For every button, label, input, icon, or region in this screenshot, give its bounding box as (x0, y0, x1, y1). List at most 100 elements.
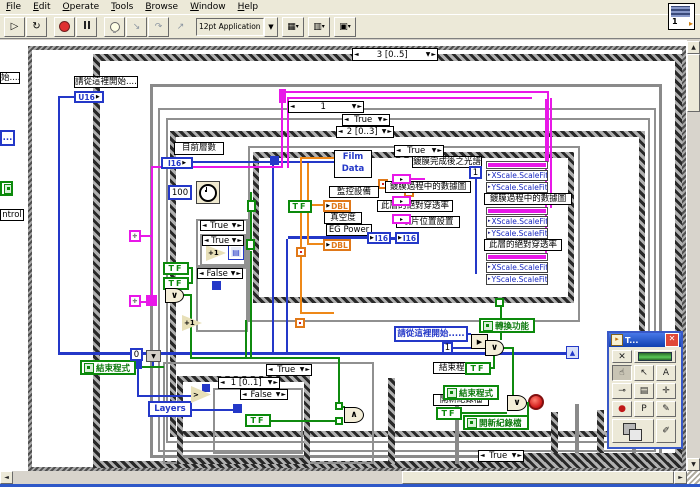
chevron-left-icon[interactable]: ◄ (204, 236, 209, 244)
tf-constant[interactable]: TF (436, 407, 462, 420)
chevron-left-icon[interactable]: ◄ (338, 128, 343, 135)
property-xscale-scalefit[interactable]: ▸XScale.ScaleFit (486, 170, 548, 181)
chevron-left-icon[interactable]: ◄ (354, 50, 359, 58)
menu-tools[interactable]: Tools (111, 2, 134, 12)
bool-terminal-switch-function[interactable]: 轉換功能 (479, 318, 535, 333)
chevron-down-icon[interactable]: ▼ (299, 366, 305, 373)
chevron-down-icon[interactable]: ▼ (381, 128, 387, 135)
tab-case-mid-outer[interactable]: ◄True▼► (200, 220, 244, 231)
tab-case-mid-inner[interactable]: ◄True▼► (202, 235, 244, 246)
scroll-right-arrow-icon[interactable]: ► (674, 471, 687, 484)
string-start-here[interactable]: 請從這裡開始..... (394, 326, 468, 342)
chevron-left-icon[interactable]: ◄ (199, 269, 204, 277)
chevron-left-icon[interactable]: ◄ (396, 147, 401, 154)
auto-tool-led[interactable] (634, 350, 676, 363)
tf-constant[interactable]: TF (245, 414, 271, 427)
chevron-left-icon[interactable]: ◄ (480, 452, 485, 459)
tab-case-true[interactable]: ◄True▼► (342, 114, 390, 126)
vertical-scroll-thumb[interactable] (687, 54, 700, 112)
refnum-left[interactable]: ✛ (129, 295, 141, 307)
object-shortcut-menu-tool[interactable]: ▤ (634, 383, 654, 399)
tf-constant[interactable]: TF (465, 362, 491, 375)
paintbrush-tool[interactable]: ✐ (656, 419, 676, 443)
chevron-down-icon[interactable]: ▼ (511, 452, 517, 459)
align-objects-button[interactable]: ▦▾ (282, 16, 304, 37)
tab-case-true-cut[interactable]: ◄True▼► (478, 450, 524, 462)
layers-constant[interactable]: Layers (148, 401, 192, 417)
menu-file[interactable]: File (6, 2, 22, 12)
step-into-button[interactable]: ↘ (126, 16, 147, 37)
menu-help[interactable]: Help (237, 2, 259, 12)
partial-blue-label[interactable]: ... (0, 130, 15, 146)
refnum-left[interactable]: ✛ (129, 230, 141, 242)
scroll-tool[interactable]: ✛ (656, 383, 676, 399)
resize-grip[interactable] (687, 471, 700, 484)
menu-operate[interactable]: Operate (62, 2, 100, 12)
property-xscale-scalefit[interactable]: ▸XScale.ScaleFit (486, 216, 548, 227)
constant-0[interactable]: 0 (130, 348, 143, 361)
chevron-right-icon[interactable]: ► (305, 366, 310, 373)
set-color-tool[interactable] (612, 419, 654, 443)
tools-palette-window[interactable]: ▸ T... ✕ ✕☝↖A⊸▤✛●P✎✐ (607, 331, 683, 449)
terminal-dbl-eg-power[interactable]: ▶DBL (323, 239, 351, 251)
wait-ms-node[interactable] (196, 181, 220, 204)
edit-text-tool[interactable]: A (656, 365, 676, 381)
chevron-left-icon[interactable]: ◄ (220, 379, 225, 386)
chevron-down-icon[interactable]: ▼ (377, 116, 383, 123)
property-yscale-scalefit[interactable]: ▸YScale.ScaleFit (486, 274, 548, 285)
operate-value-tool[interactable]: ☝ (612, 365, 632, 381)
menu-browse[interactable]: Browse (145, 2, 179, 12)
chevron-right-icon[interactable]: ► (431, 50, 436, 58)
tab-case-true-inner[interactable]: ◄True▼► (394, 145, 444, 157)
font-dropdown-arrow-icon[interactable]: ▼ (264, 16, 278, 37)
color-copy-tool[interactable]: ✎ (656, 401, 676, 417)
terminal-i16[interactable]: ▶I16 (395, 232, 419, 244)
step-over-button[interactable]: ↷ (148, 16, 169, 37)
chevron-right-icon[interactable]: ► (237, 221, 242, 229)
terminal-i16[interactable]: ▶I16 (367, 232, 391, 244)
tab-sequence-1[interactable]: ◄1 [0..1]▼► (218, 377, 280, 389)
bool-terminal-new-record[interactable]: 開新紀錄檔 (463, 415, 529, 430)
tab-case-true-bottom[interactable]: ◄True▼► (266, 364, 312, 376)
auto-tool-select-button[interactable]: ✕ (612, 350, 632, 363)
chevron-down-icon[interactable]: ▼ (425, 50, 431, 58)
tab-case-1[interactable]: ◄1▼► (288, 101, 364, 113)
probe-tool[interactable]: P (634, 401, 654, 417)
chevron-right-icon[interactable]: ► (517, 452, 522, 459)
or-gate-2[interactable]: ∨ (507, 395, 527, 411)
abort-button[interactable] (54, 16, 75, 37)
chevron-down-icon[interactable]: ▼ (231, 236, 237, 244)
chevron-left-icon[interactable]: ◄ (290, 103, 295, 110)
chevron-down-icon[interactable]: ▼ (351, 103, 357, 110)
highlight-execution-button[interactable] (104, 16, 125, 37)
chevron-left-icon[interactable]: ◄ (202, 221, 207, 229)
and-gate[interactable]: ∧ (344, 407, 364, 423)
chevron-left-icon[interactable]: ◄ (242, 390, 247, 398)
constant-100[interactable]: 100 (168, 185, 192, 200)
chevron-right-icon[interactable]: ► (357, 103, 362, 110)
tab-sequence-2[interactable]: ◄2 [0..3]▼► (336, 126, 394, 138)
vertical-scrollbar[interactable] (687, 41, 700, 471)
close-icon[interactable]: ✕ (665, 333, 679, 347)
chevron-right-icon[interactable]: ► (437, 147, 442, 154)
property-xscale-scalefit[interactable]: ▸XScale.ScaleFit (486, 262, 548, 273)
local-variable-node[interactable]: ▤ (228, 244, 244, 260)
chevron-right-icon[interactable]: ► (236, 269, 241, 277)
scroll-down-arrow-icon[interactable]: ▼ (687, 458, 700, 471)
chevron-right-icon[interactable]: ► (281, 390, 286, 398)
chevron-left-icon[interactable]: ◄ (268, 366, 273, 373)
reorder-button[interactable]: ▣▾ (334, 16, 356, 37)
constant-1b[interactable]: 1 (442, 342, 453, 354)
chevron-right-icon[interactable]: ► (273, 379, 278, 386)
scroll-up-node[interactable]: ▲ (566, 346, 579, 359)
chevron-down-icon[interactable]: ▼ (431, 147, 437, 154)
horizontal-scroll-thumb[interactable] (402, 471, 674, 484)
run-button[interactable]: ▷ (4, 16, 25, 37)
vi-icon[interactable]: 1 ▸ (668, 3, 695, 30)
terminal-i16-current-layer[interactable]: I16▶ (161, 157, 193, 169)
menu-edit[interactable]: Edit (33, 2, 51, 12)
refnum-pv[interactable]: ▸ (392, 174, 411, 184)
breakpoint-tool[interactable]: ● (612, 401, 632, 417)
chevron-right-icon[interactable]: ► (383, 116, 388, 123)
tab-case-mid-false[interactable]: ◄False▼► (197, 268, 243, 279)
